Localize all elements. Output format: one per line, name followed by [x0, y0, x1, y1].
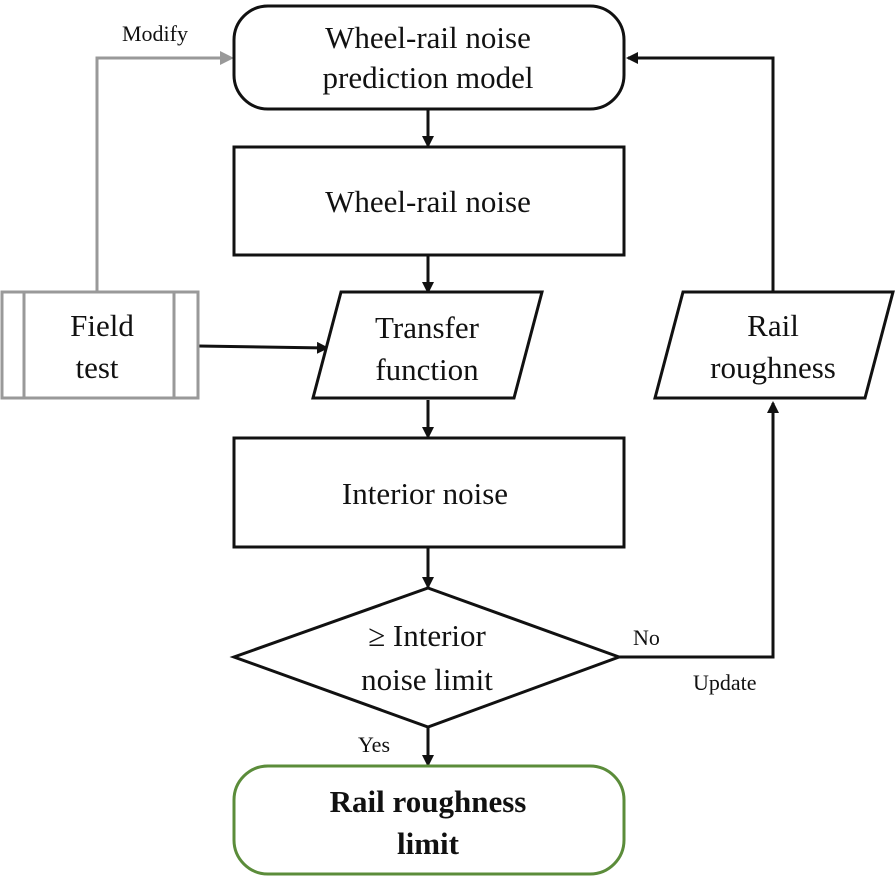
edge-label-no: No: [633, 625, 660, 650]
edges: [95, 51, 779, 767]
edge-label-yes: Yes: [358, 732, 390, 757]
node-wheel-rail-noise: Wheel-rail noise: [232, 145, 626, 257]
decision-line1: ≥ Interior: [368, 618, 486, 653]
edge-label-modify: Modify: [122, 21, 188, 46]
edge-decision-to-roughness: [619, 401, 779, 659]
transfer-function-line1: Transfer: [375, 310, 480, 345]
rail-roughness-limit-line2: limit: [397, 826, 460, 861]
edge-label-update: Update: [693, 670, 757, 695]
rail-roughness-line2: roughness: [710, 350, 836, 385]
interior-noise-label: Interior noise: [342, 476, 508, 511]
prediction-model-line1: Wheel-rail noise: [325, 20, 531, 55]
node-interior-noise: Interior noise: [232, 436, 626, 549]
node-rail-roughness: Rail roughness: [653, 290, 895, 400]
wheel-rail-noise-label: Wheel-rail noise: [325, 184, 531, 219]
field-test-line2: test: [75, 350, 118, 385]
node-prediction-model: Wheel-rail noise prediction model: [232, 4, 626, 111]
rail-roughness-limit-line1: Rail roughness: [330, 784, 527, 819]
edge-roughness-to-model: [626, 52, 775, 292]
edge-field-to-transfer: [197, 341, 329, 354]
node-rail-roughness-limit: Rail roughness limit: [232, 764, 626, 876]
rail-roughness-line1: Rail: [747, 308, 799, 343]
edge-modify-arrowhead: [220, 51, 234, 65]
transfer-function-line2: function: [375, 352, 479, 387]
node-field-test: Field test: [0, 290, 200, 400]
prediction-model-line2: prediction model: [323, 60, 534, 95]
decision-line2: noise limit: [361, 662, 493, 697]
edge-modify: [95, 56, 222, 292]
node-transfer-function: Transfer function: [311, 290, 544, 400]
field-test-line1: Field: [70, 308, 134, 343]
edge-labels: Modify No Update Yes: [122, 21, 757, 757]
node-decision: ≥ Interior noise limit: [229, 586, 624, 729]
